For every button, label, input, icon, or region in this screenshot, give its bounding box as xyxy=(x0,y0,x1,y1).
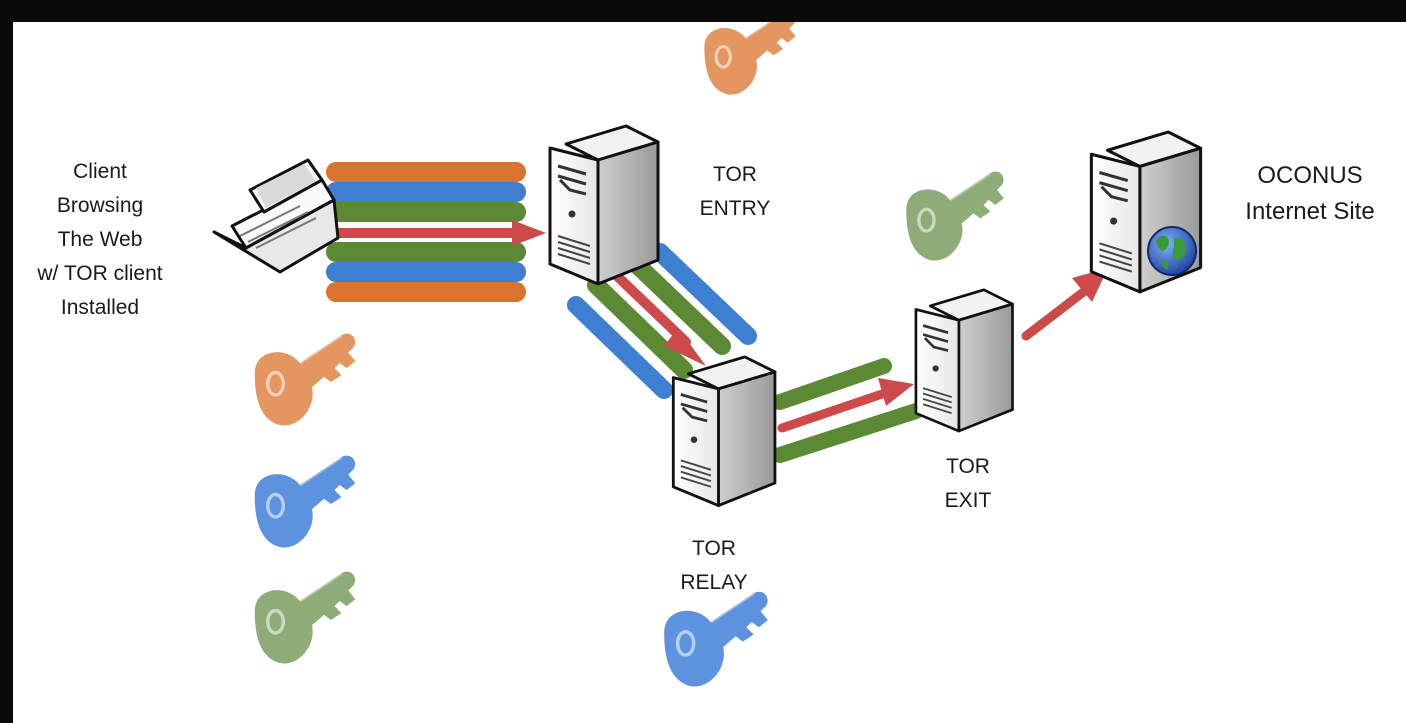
green-stream xyxy=(772,403,924,463)
red-arrow-client-entry xyxy=(331,220,546,246)
laptop-icon xyxy=(212,158,340,274)
entry-to-relay-stream-bundle xyxy=(567,243,757,399)
tor-exit-label: TOR EXIT xyxy=(944,455,992,512)
green-stream xyxy=(772,358,892,410)
server-icon xyxy=(548,124,660,286)
globe-icon xyxy=(1147,226,1197,276)
key-icon xyxy=(702,22,798,97)
red-arrow-relay-exit xyxy=(777,378,914,433)
client-to-entry-stream-bundle xyxy=(326,162,526,302)
green-stream xyxy=(625,253,731,355)
diagram-canvas: Client Browsing The Web w/ TOR client In… xyxy=(13,22,1406,723)
key-icon xyxy=(252,569,358,666)
tor-relay-label: TOR RELAY xyxy=(680,537,748,594)
relay-to-exit-stream-bundle xyxy=(772,358,924,463)
oconus-site-label: OCONUS Internet Site xyxy=(1245,162,1375,225)
key-icon xyxy=(662,589,770,689)
tor-entry-label: TOR ENTRY xyxy=(699,163,771,220)
green-stream xyxy=(587,276,693,379)
key-icon xyxy=(252,453,358,550)
key-icon xyxy=(904,169,1006,263)
server-icon xyxy=(914,288,1014,433)
red-arrow-exit-site xyxy=(1021,268,1108,341)
blue-stream xyxy=(567,296,673,399)
key-icon xyxy=(252,331,358,428)
client-label: Client Browsing The Web w/ TOR client In… xyxy=(37,160,163,319)
blue-stream xyxy=(651,243,757,345)
tor-network-diagram xyxy=(212,22,1203,689)
red-arrow-entry-relay xyxy=(611,270,706,366)
server-icon xyxy=(671,355,777,508)
